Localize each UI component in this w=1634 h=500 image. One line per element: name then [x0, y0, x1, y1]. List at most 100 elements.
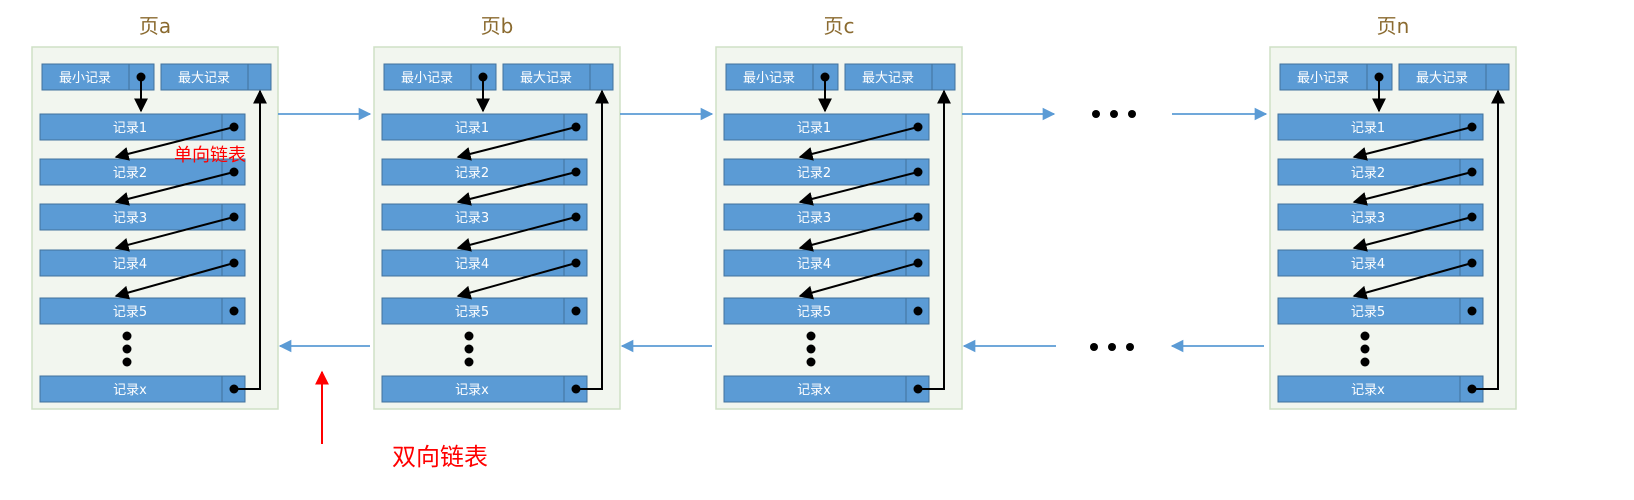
ellipsis-dot	[806, 344, 816, 354]
pointer-dot	[571, 306, 581, 316]
record-cell	[723, 249, 930, 277]
pointer-arrow	[1352, 171, 1473, 206]
page-2: 页b最小记录最大记录记录1记录2记录3记录4记录5记录x	[373, 14, 621, 410]
max-record-cell	[502, 63, 614, 91]
record-cell	[723, 297, 930, 325]
record-cell	[381, 203, 588, 231]
pointer-arrow	[798, 262, 919, 300]
record-label: 记录x	[797, 383, 831, 398]
doubly-linked-label: 双向链表	[392, 443, 488, 471]
pointer-dot	[229, 306, 239, 316]
pointer-arrow	[456, 171, 577, 206]
pointer-arrow	[234, 89, 267, 390]
record-cell	[723, 158, 930, 186]
max-record-cell	[844, 63, 956, 91]
record-label: 记录1	[113, 121, 147, 136]
ellipsis-dot	[1128, 110, 1136, 118]
record-label: 记录5	[455, 305, 489, 320]
ellipsis-dot	[122, 344, 132, 354]
record-cell	[381, 158, 588, 186]
ellipsis-dot	[122, 331, 132, 341]
ellipsis-dot	[1360, 331, 1370, 341]
min-record-cell	[725, 63, 839, 91]
record-label: 记录2	[1351, 166, 1385, 181]
min-record-label: 最小记录	[59, 71, 111, 86]
page-3: 页c最小记录最大记录记录1记录2记录3记录4记录5记录x	[715, 14, 963, 410]
ellipsis-dot	[464, 344, 474, 354]
record-cell	[1277, 158, 1484, 186]
ellipsis-dot	[464, 357, 474, 367]
record-label: 记录5	[797, 305, 831, 320]
record-label: 记录3	[113, 211, 147, 226]
pointer-arrow	[114, 126, 235, 161]
pointer-arrow	[456, 126, 577, 161]
max-record-cell	[160, 63, 272, 91]
ellipsis-dot	[1090, 343, 1098, 351]
record-label: 记录1	[455, 121, 489, 136]
record-label: 记录4	[113, 257, 147, 272]
record-cell	[39, 249, 246, 277]
min-record-label: 最小记录	[743, 71, 795, 86]
record-cell	[39, 297, 246, 325]
pointer-arrow	[114, 262, 235, 300]
min-record-cell	[383, 63, 497, 91]
record-label: 记录3	[455, 211, 489, 226]
ellipsis-dot	[1108, 343, 1116, 351]
pointer-dot	[1467, 306, 1477, 316]
ellipsis-dot	[464, 331, 474, 341]
record-cell	[39, 203, 246, 231]
max-record-label: 最大记录	[520, 71, 572, 86]
max-record-label: 最大记录	[1416, 71, 1468, 86]
pointer-arrow	[1352, 262, 1473, 300]
page-4: 页n最小记录最大记录记录1记录2记录3记录4记录5记录x	[1269, 14, 1517, 410]
record-cell	[381, 375, 588, 403]
page-title: 页a	[139, 14, 171, 38]
record-cell	[723, 203, 930, 231]
pointer-arrow	[798, 171, 919, 206]
record-cell	[723, 375, 930, 403]
pointer-arrow	[1472, 89, 1505, 390]
pointer-arrow	[456, 216, 577, 252]
pointer-arrow	[114, 171, 235, 206]
record-cell	[39, 375, 246, 403]
page-title: 页c	[824, 14, 855, 38]
record-cell	[39, 113, 246, 141]
page-title: 页n	[1377, 14, 1410, 38]
record-label: 记录3	[797, 211, 831, 226]
record-label: 记录5	[1351, 305, 1385, 320]
pointer-arrow	[918, 89, 951, 390]
min-record-label: 最小记录	[401, 71, 453, 86]
pointer-dot	[913, 306, 923, 316]
record-label: 记录4	[1351, 257, 1385, 272]
pointer-arrow	[576, 89, 609, 390]
ellipsis-dot	[806, 357, 816, 367]
ellipsis-dot	[122, 357, 132, 367]
pointer-arrow	[1352, 216, 1473, 252]
record-label: 记录5	[113, 305, 147, 320]
record-label: 记录x	[113, 383, 147, 398]
record-cell	[1277, 249, 1484, 277]
record-cell	[381, 297, 588, 325]
record-label: 记录1	[1351, 121, 1385, 136]
record-cell	[381, 249, 588, 277]
record-label: 记录4	[797, 257, 831, 272]
record-cell	[381, 113, 588, 141]
record-label: 记录2	[113, 166, 147, 181]
max-record-cell	[1398, 63, 1510, 91]
ellipsis-dot	[806, 331, 816, 341]
pointer-arrow	[456, 262, 577, 300]
singly-linked-label: 单向链表	[174, 145, 246, 166]
record-label: 记录3	[1351, 211, 1385, 226]
pointer-arrow	[798, 216, 919, 252]
max-record-label: 最大记录	[178, 71, 230, 86]
pointer-arrow	[114, 216, 235, 252]
ellipsis-dot	[1092, 110, 1100, 118]
record-cell	[1277, 113, 1484, 141]
min-record-cell	[1279, 63, 1393, 91]
page-title: 页b	[481, 14, 514, 38]
record-label: 记录2	[797, 166, 831, 181]
min-record-label: 最小记录	[1297, 71, 1349, 86]
max-record-label: 最大记录	[862, 71, 914, 86]
